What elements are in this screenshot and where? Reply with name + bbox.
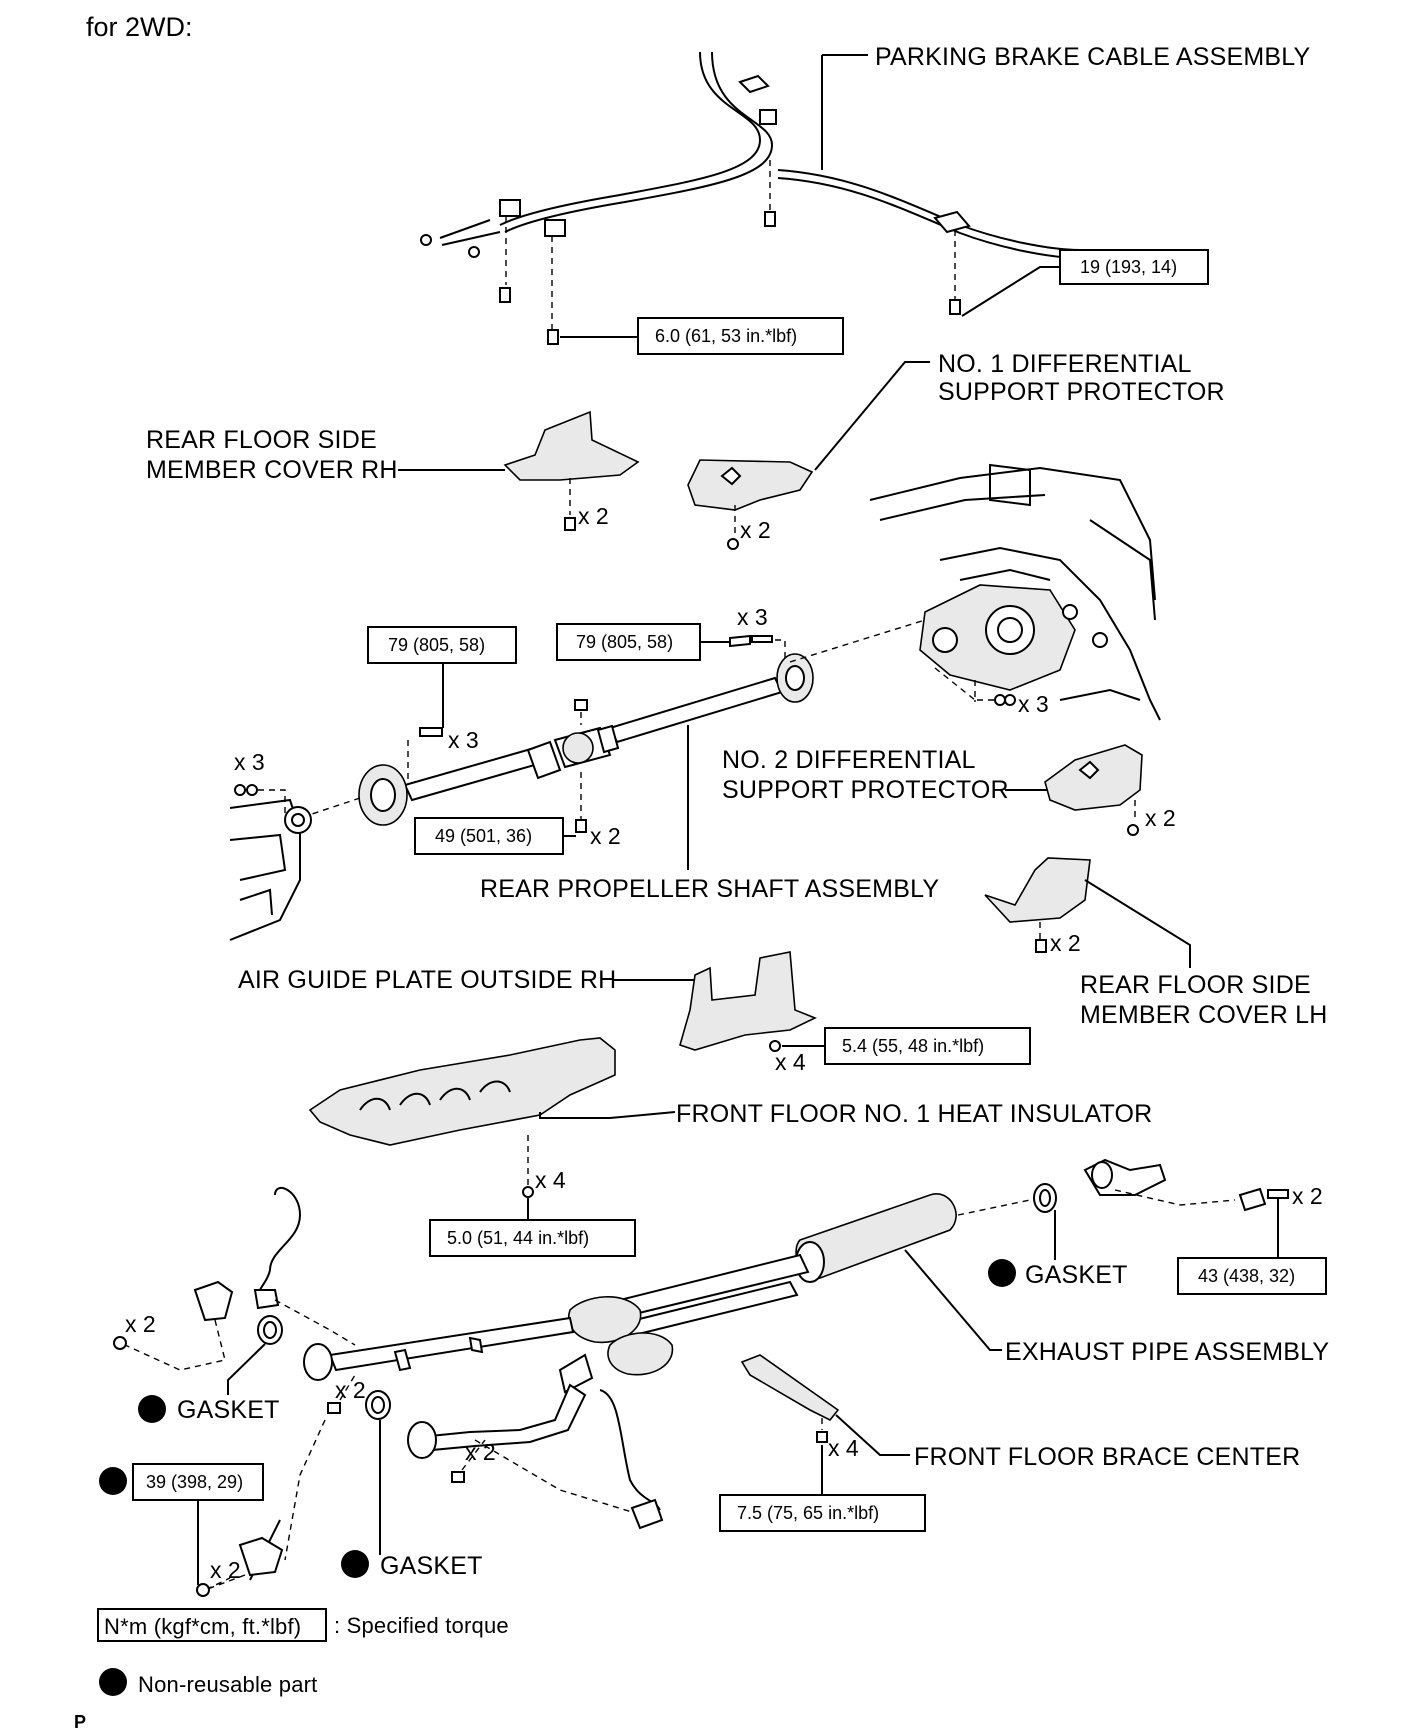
mult-shaft-left-nut: x 3 xyxy=(234,749,265,775)
label-gasket-right: GASKET xyxy=(1025,1261,1128,1289)
mult-shaft-top: x 3 xyxy=(737,604,768,630)
label-rear-floor-lh-line2: MEMBER COVER LH xyxy=(1080,1001,1327,1029)
label-no2-diff-protector-line2: SUPPORT PROTECTOR xyxy=(722,776,1009,804)
legend-torque-desc: : Specified torque xyxy=(334,1613,509,1638)
air-guide-plate-outside-rh xyxy=(679,951,817,1051)
mult-lh-cover: x 2 xyxy=(1050,930,1081,956)
label-rear-floor-lh-line1: REAR FLOOR SIDE xyxy=(1080,971,1311,999)
front-floor-brace-center xyxy=(740,1354,840,1422)
torque-box-shaft-79-left xyxy=(367,626,517,664)
label-air-guide-plate: AIR GUIDE PLATE OUTSIDE RH xyxy=(238,966,616,994)
torque-exhaust-43: 43 (438, 32) xyxy=(1198,1266,1295,1286)
torque-box-brace xyxy=(719,1494,926,1532)
non-reusable-marker-bottom xyxy=(341,1550,369,1578)
torque-exhaust-39: 39 (398, 29) xyxy=(146,1472,243,1492)
torque-box-insulator xyxy=(429,1219,636,1257)
non-reusable-marker-left xyxy=(138,1395,166,1423)
label-rear-propeller-shaft: REAR PROPELLER SHAFT ASSEMBLY xyxy=(480,875,939,903)
mult-brace: x 4 xyxy=(828,1435,859,1461)
legend-torque-box xyxy=(97,1608,327,1642)
torque-cable-6: 6.0 (61, 53 in.*lbf) xyxy=(655,326,797,346)
rear-propeller-shaft xyxy=(358,653,814,826)
mult-insulator: x 4 xyxy=(535,1167,566,1193)
front-floor-no1-heat-insulator xyxy=(308,1037,616,1146)
mult-shaft-left-bolt: x 3 xyxy=(448,727,479,753)
torque-shaft-79-right: 79 (805, 58) xyxy=(576,632,673,652)
label-parking-brake-cable: PARKING BRAKE CABLE ASSEMBLY xyxy=(875,43,1311,71)
label-exhaust-pipe: EXHAUST PIPE ASSEMBLY xyxy=(1005,1338,1329,1366)
torque-box-exhaust-39 xyxy=(132,1463,264,1501)
non-reusable-marker-39 xyxy=(99,1467,127,1495)
page-title: for 2WD: xyxy=(86,12,193,42)
footer-code: P xyxy=(74,1712,86,1732)
torque-brace: 7.5 (75, 65 in.*lbf) xyxy=(737,1503,879,1523)
rear-floor-side-member-cover-lh xyxy=(984,857,1091,923)
torque-shaft-79-left: 79 (805, 58) xyxy=(388,635,485,655)
legend-torque-key: N*m (kgf*cm, ft.*lbf) xyxy=(104,1614,301,1639)
torque-box-cable-6 xyxy=(637,317,844,355)
torque-insulator: 5.0 (51, 44 in.*lbf) xyxy=(447,1228,589,1248)
mult-no1-protector: x 2 xyxy=(740,517,771,543)
no1-diff-protector xyxy=(687,459,814,511)
label-front-floor-insulator: FRONT FLOOR NO. 1 HEAT INSULATOR xyxy=(676,1100,1152,1128)
torque-box-shaft-49 xyxy=(414,817,564,855)
no2-diff-support-protector xyxy=(1044,744,1143,811)
exhaust-pipe-assembly xyxy=(303,1193,957,1459)
transmission-housing xyxy=(229,798,312,941)
legend-non-reusable-marker xyxy=(99,1668,127,1696)
rear-floor-side-member-cover-rh xyxy=(503,410,640,481)
mult-front-left: x 2 xyxy=(125,1311,156,1337)
mult-front-mid: x 2 xyxy=(335,1377,366,1403)
torque-box-exhaust-43 xyxy=(1177,1257,1327,1295)
rear-differential-subframe xyxy=(869,463,1161,721)
front-left-flange xyxy=(193,1280,234,1322)
label-no1-diff-protector-line2: SUPPORT PROTECTOR xyxy=(938,378,1225,406)
mult-rear-flange: x 2 xyxy=(1292,1183,1323,1209)
mult-bottom-left: x 2 xyxy=(210,1557,241,1583)
label-no2-diff-protector-line1: NO. 2 DIFFERENTIAL xyxy=(722,746,976,774)
label-rear-floor-rh-line1: REAR FLOOR SIDE xyxy=(146,426,377,454)
mult-air-guide: x 4 xyxy=(775,1049,806,1075)
mult-no2-protector: x 2 xyxy=(1145,805,1176,831)
label-rear-floor-rh-line2: MEMBER COVER RH xyxy=(146,456,398,484)
label-no1-diff-protector-line1: NO. 1 DIFFERENTIAL xyxy=(938,350,1192,378)
label-gasket-bottom: GASKET xyxy=(380,1552,483,1580)
mult-diff-nuts: x 3 xyxy=(1018,691,1049,717)
mult-center-bearing: x 2 xyxy=(590,823,621,849)
torque-shaft-49: 49 (501, 36) xyxy=(435,826,532,846)
non-reusable-marker-right xyxy=(988,1259,1016,1287)
label-gasket-left: GASKET xyxy=(177,1396,280,1424)
torque-box-air-guide xyxy=(824,1027,1031,1065)
legend-nonreusable-desc: Non-reusable part xyxy=(138,1672,318,1697)
mult-rh-cover: x 2 xyxy=(578,503,609,529)
label-front-floor-brace: FRONT FLOOR BRACE CENTER xyxy=(914,1443,1300,1471)
mult-front-lower: x 2 xyxy=(465,1439,496,1465)
torque-air-guide: 5.4 (55, 48 in.*lbf) xyxy=(842,1036,984,1056)
torque-cable-19: 19 (193, 14) xyxy=(1080,257,1177,277)
parking-brake-cable xyxy=(420,51,1081,345)
